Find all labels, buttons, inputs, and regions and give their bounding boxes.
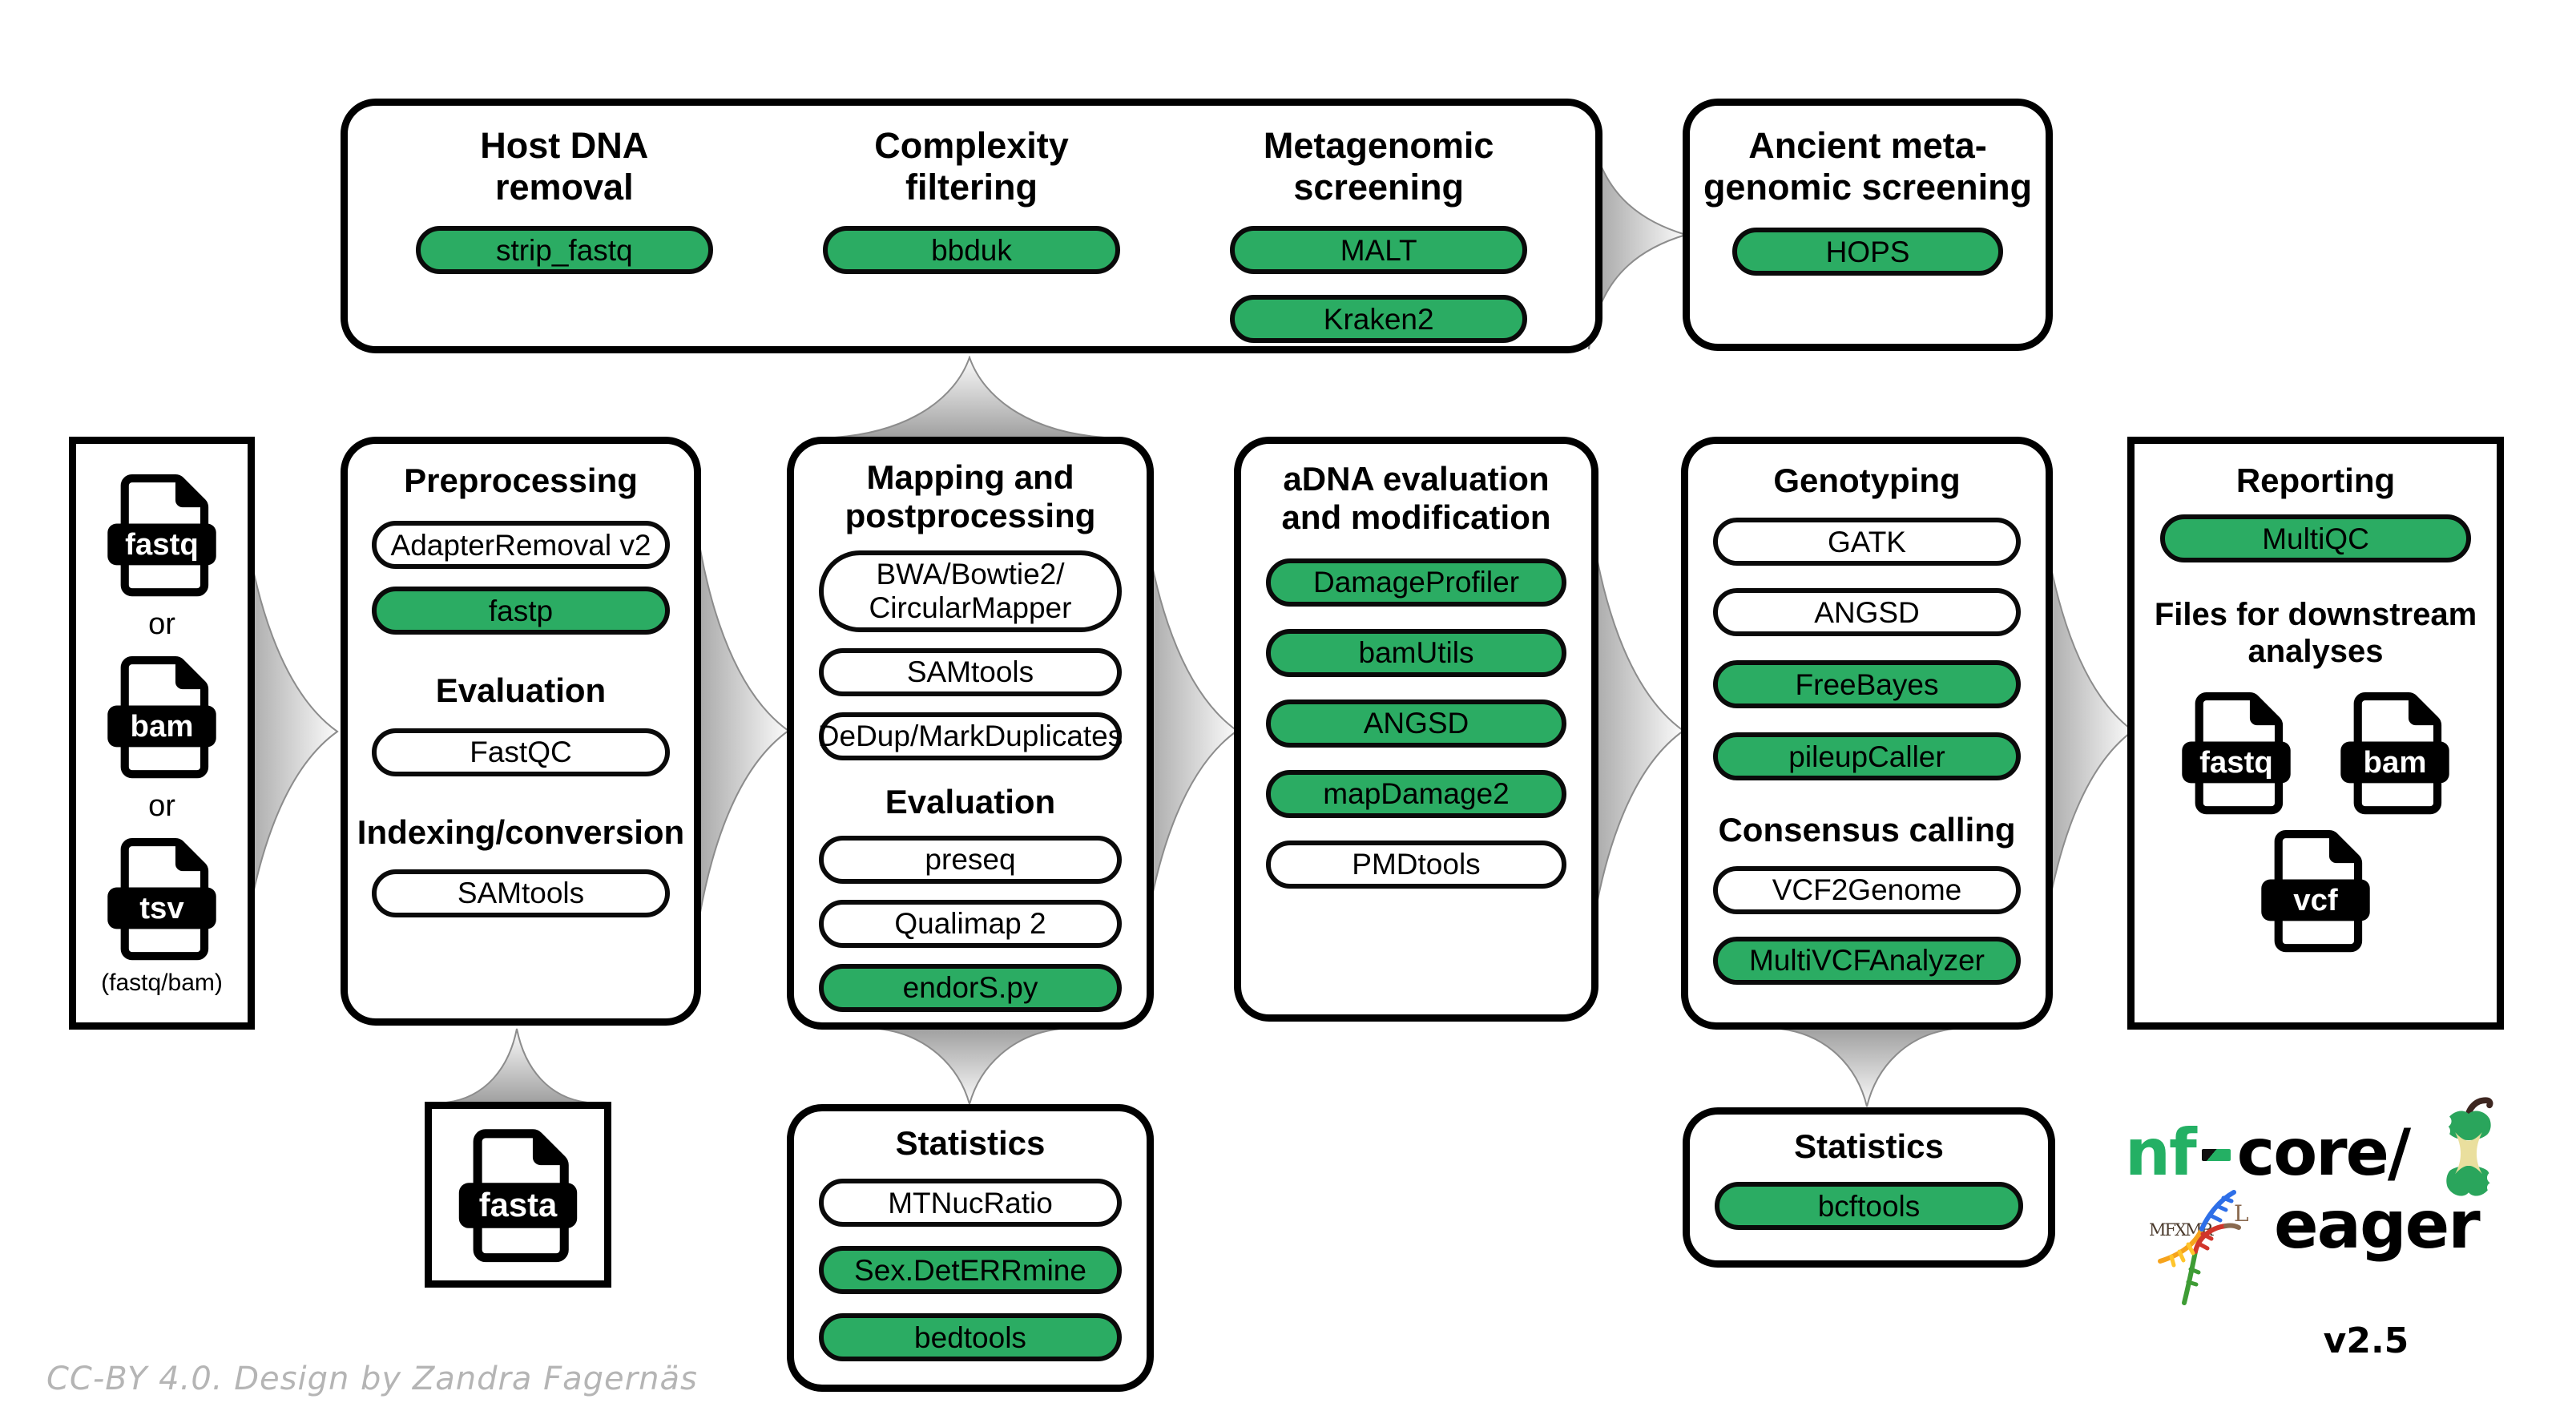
tool-pill-samtools-pre: SAMtools [372, 869, 670, 917]
ancient-metagenomic-title: Ancient meta- genomic screening [1703, 125, 2033, 208]
tool-pill-strip-fastq: strip_fastq [416, 226, 713, 275]
genotyping-title: Genotyping [1773, 462, 1961, 499]
statistics-genotyping-box: Statistics bcftools [1683, 1107, 2055, 1268]
tool-pill-qualimap2: Qualimap 2 [818, 899, 1123, 948]
vcf-output-file-icon: vcf [2261, 830, 2370, 953]
flow-arrow-preprocessing-to-mapping [687, 448, 790, 1014]
tool-pill-hops: HOPS [1732, 228, 2003, 276]
input-files-box: fastq or bam or tsv (fastq/bam) [69, 437, 255, 1030]
tool-pill-fastp: fastp [372, 587, 670, 635]
credit-text: CC-BY 4.0. Design by Zandra Fagernäs [46, 1361, 698, 1397]
tool-pill-adapterremoval: AdapterRemoval v2 [372, 521, 670, 570]
tool-pill-vcf2genome: VCF2Genome [1713, 865, 2021, 914]
tool-pill-bamutils: bamUtils [1265, 628, 1567, 677]
tool-pill-endors-py: endorS.py [818, 963, 1123, 1012]
bam-output-label: bam [2364, 745, 2427, 780]
ancient-metagenomic-box: Ancient meta- genomic screening HOPS [1683, 99, 2053, 351]
mapping-box: Mapping and postprocessing BWA/Bowtie2/ … [787, 437, 1154, 1030]
metagenomic-screening-section: Metagenomic screening MALT Kraken2 [1178, 125, 1579, 344]
complexity-filtering-title: Complexity filtering [874, 125, 1069, 208]
rune-text-right: L [2234, 1200, 2249, 1227]
flow-arrow-metagenomic-to-ancient [1588, 119, 1687, 350]
fasta-reference-box: fasta [425, 1102, 611, 1288]
consensus-calling-subtitle: Consensus calling [1718, 811, 2016, 849]
flow-arrow-mapping-to-topbox [834, 356, 1105, 438]
preprocessing-title: Preprocessing [404, 462, 638, 499]
input-caption: (fastq/bam) [101, 970, 223, 996]
fastq-file-icon: fastq [107, 474, 216, 597]
nfcore-logo-eager: eager [2274, 1187, 2481, 1264]
tool-pill-multivcfanalyzer: MultiVCFAnalyzer [1713, 936, 2021, 985]
tool-pill-samtools-map: SAMtools [818, 647, 1123, 696]
flow-arrow-mapping-to-statistics [878, 1028, 1061, 1106]
preprocessing-evaluation-subtitle: Evaluation [435, 671, 607, 710]
or-label-1: or [148, 607, 175, 641]
downstream-files-subtitle: Files for downstream analyses [2154, 597, 2477, 670]
dna-helix-icon: MFXMR L [2149, 1190, 2249, 1305]
reporting-title: Reporting [2235, 462, 2396, 499]
tool-pill-preseq: preseq [818, 835, 1123, 884]
fastq-output-file-icon: fastq [2182, 692, 2291, 815]
bam-file-label: bam [131, 709, 194, 744]
vcf-output-label: vcf [2293, 883, 2338, 917]
screening-process-box: Host DNA removal strip_fastq Complexity … [341, 99, 1602, 353]
adna-box: aDNA evaluation and modification DamageP… [1234, 437, 1598, 1022]
fasta-file-icon: fasta [458, 1129, 578, 1263]
mapping-evaluation-subtitle: Evaluation [885, 782, 1056, 820]
tool-pill-fastqc: FastQC [372, 728, 670, 776]
tsv-file-label: tsv [139, 891, 184, 925]
statistics-genotyping-title: Statistics [1794, 1127, 1944, 1165]
mapping-title: Mapping and postprocessing [845, 458, 1096, 535]
bam-file-icon: bam [107, 655, 216, 779]
tool-pill-mtnucratio: MTNucRatio [818, 1179, 1123, 1228]
tool-pill-gatk: GATK [1713, 518, 2021, 566]
fastq-output-label: fastq [2199, 745, 2273, 780]
preprocessing-indexing-subtitle: Indexing/conversion [357, 812, 685, 851]
tool-pill-malt: MALT [1230, 226, 1527, 275]
reporting-box: Reporting MultiQC Files for downstream a… [2127, 437, 2504, 1030]
host-dna-removal-title: Host DNA removal [480, 125, 649, 208]
tool-pill-bedtools: bedtools [818, 1313, 1123, 1362]
tool-pill-angsd-adna: ANGSD [1265, 699, 1567, 748]
flow-arrow-genotyping-to-statistics [1780, 1028, 1954, 1107]
tool-pill-bcftools: bcftools [1715, 1182, 2023, 1231]
or-label-2: or [148, 789, 175, 823]
genotyping-box: Genotyping GATK ANGSD FreeBayes pileupCa… [1681, 437, 2053, 1030]
fastq-file-label: fastq [125, 527, 199, 562]
tool-pill-dedup-markduplicates: DeDup/MarkDuplicates [818, 712, 1123, 760]
nfcore-logo-nf: nf [2125, 1115, 2197, 1190]
metagenomic-screening-title: Metagenomic screening [1263, 125, 1494, 208]
nfcore-logo-line1: nf core/ [2125, 1115, 2411, 1190]
tool-pill-freebayes: FreeBayes [1713, 660, 2021, 709]
flow-arrow-fasta-to-preprocessing [445, 1028, 588, 1103]
host-dna-removal-section: Host DNA removal strip_fastq [364, 125, 765, 275]
tsv-file-icon: tsv [107, 837, 216, 961]
tool-pill-pileupcaller: pileupCaller [1713, 732, 2021, 781]
statistics-mapping-box: Statistics MTNucRatio Sex.DetERRmine bed… [787, 1104, 1154, 1392]
tool-pill-sexdeterrmine: Sex.DetERRmine [818, 1246, 1123, 1295]
tool-pill-bwa-bowtie2-circularmapper: BWA/Bowtie2/ CircularMapper [818, 550, 1123, 632]
tool-pill-mapdamage2: mapDamage2 [1265, 769, 1567, 818]
adna-title: aDNA evaluation and modification [1281, 460, 1551, 537]
statistics-mapping-title: Statistics [895, 1124, 1046, 1162]
nfcore-logo-dash-icon [2201, 1149, 2231, 1161]
bam-output-file-icon: bam [2340, 692, 2449, 815]
tool-pill-damageprofiler: DamageProfiler [1265, 558, 1567, 607]
tool-pill-pmdtools: PMDtools [1265, 840, 1567, 889]
complexity-filtering-section: Complexity filtering bbduk [771, 125, 1172, 275]
tool-pill-angsd-geno: ANGSD [1713, 588, 2021, 637]
apple-core-icon [2437, 1097, 2500, 1196]
tool-pill-kraken2: Kraken2 [1230, 295, 1527, 344]
nfcore-logo-version: v2.5 [2323, 1320, 2409, 1361]
downstream-files-row: fastq bam [2176, 689, 2455, 816]
preprocessing-box: Preprocessing AdapterRemoval v2 fastp Ev… [341, 437, 701, 1026]
tool-pill-multiqc: MultiQC [2159, 514, 2472, 563]
fasta-file-label: fasta [479, 1186, 558, 1224]
nfcore-logo-core: core/ [2236, 1115, 2411, 1190]
tool-pill-bbduk: bbduk [823, 226, 1120, 275]
